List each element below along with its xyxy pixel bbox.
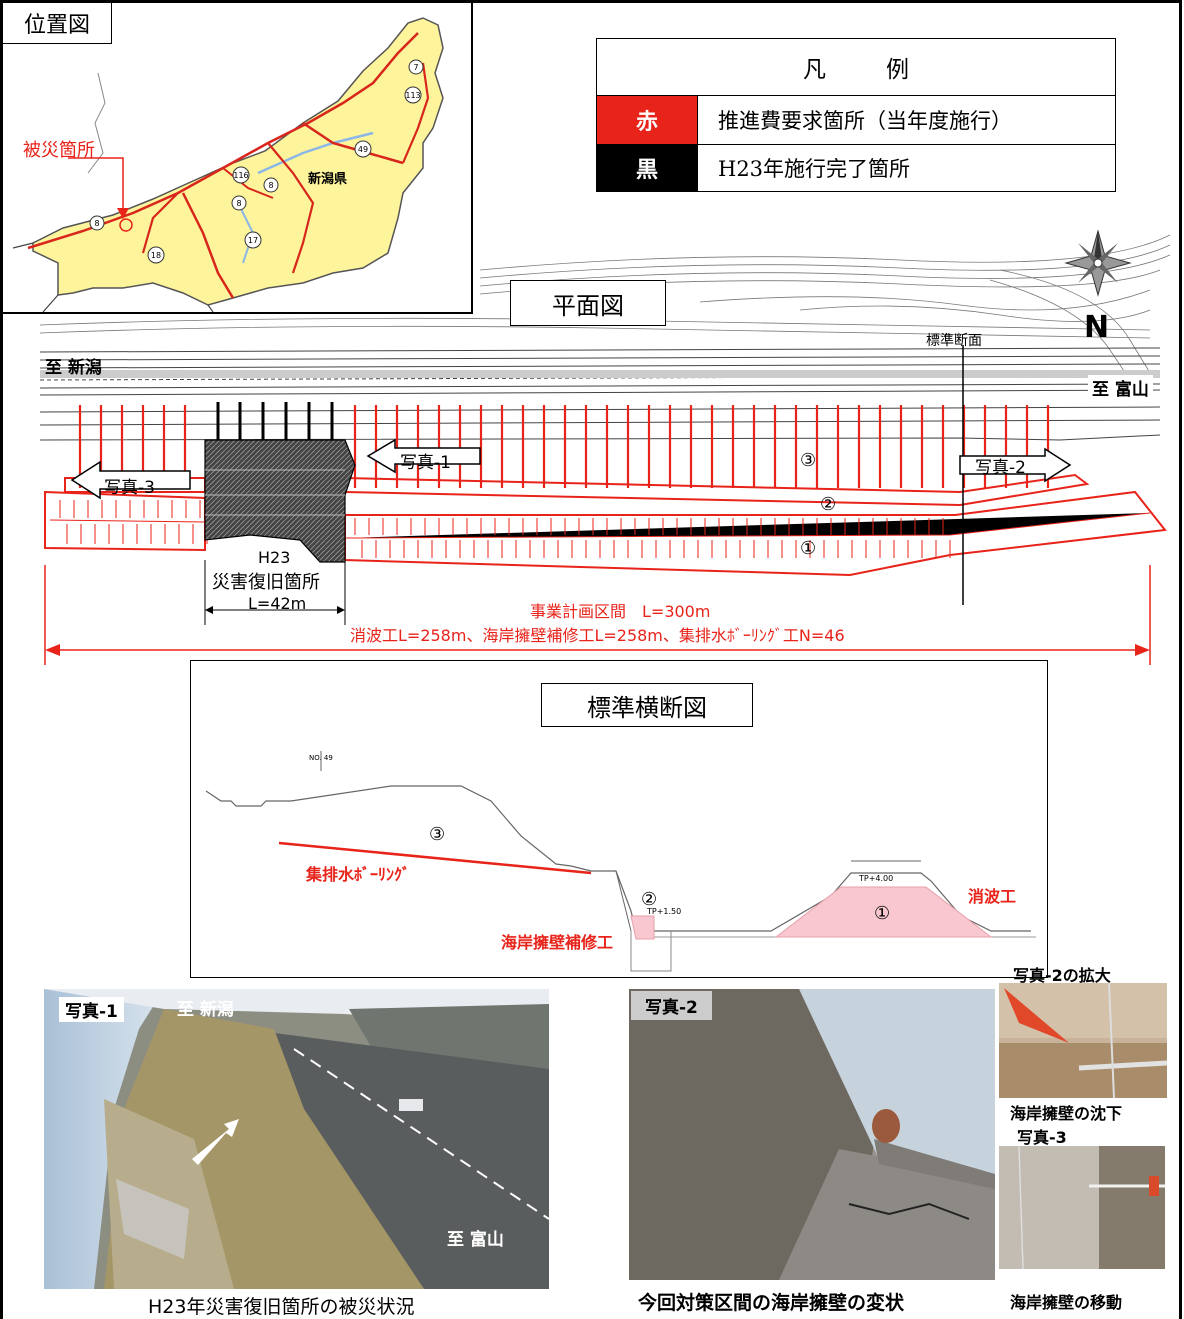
cross-num-1: ① [874,903,891,924]
legend-desc-red: 推進費要求箇所（当年度施行） [697,96,1115,144]
photo3-arrow [70,460,191,500]
photo-2-zoom [999,983,1167,1098]
to-niigata-label: 至 新潟 [45,358,102,378]
route-shield: 17 [248,236,258,245]
cross-num-2: ② [641,889,658,910]
north-compass-icon [1064,230,1132,297]
legend-desc-black: H23年施行完了箇所 [697,145,1115,191]
tp-label-wall: TP+1.50 [647,907,682,916]
photo3-title: 写真-3 [1017,1128,1067,1147]
legend-title-left: 凡 [803,57,826,83]
route-shield: 8 [236,199,241,208]
route-shield: 8 [268,181,273,190]
photo2-arrow-label: 写真-2 [975,458,1026,478]
photo1-to-toyama: 至 富山 [447,1230,504,1250]
station-label: NO. 49 [309,754,333,762]
cross-section-panel: 標準横断図 NO. 49 TP+4.00 TP+1.50 ③ ② ① 集排水ﾎﾞ… [190,660,1048,978]
h23-site-label: 災害復旧箇所 [212,572,320,593]
legend-title: 凡 例 [597,39,1115,95]
legend-swatch-black: 黒 [597,145,697,191]
route-shield: 18 [151,251,161,260]
route-shield: 49 [358,145,368,154]
project-section-label: 事業計画区間 L=300m [530,602,711,621]
damage-marker [119,218,133,232]
photo3-arrow-label: 写真-3 [104,478,155,498]
legend-swatch-red: 赤 [597,96,697,144]
photo-1: 写真-1 至 新潟 至 富山 [44,989,549,1289]
plan-num-2: ② [820,494,837,515]
photo-3 [999,1146,1165,1269]
h23-label: H23 [258,548,291,567]
photo2-tag: 写真-2 [631,991,712,1020]
location-map: 7 113 49 116 8 8 17 18 8 新潟県 位置図 被災箇所 [3,3,473,314]
to-toyama-label: 至 富山 [1088,375,1153,400]
photo2-caption: 今回対策区間の海岸擁壁の変状 [638,1292,905,1314]
location-map-title: 位置図 [3,3,112,44]
legend-row-black: 黒 H23年施行完了箇所 [597,144,1115,191]
photo1-tag: 写真-1 [59,997,124,1022]
h23-repaired-block [204,439,356,563]
plan-num-3: ③ [800,450,817,471]
cross-num-3: ③ [429,824,446,845]
seawall-repair-label: 海岸擁壁補修工 [501,933,614,952]
route-shield: 113 [405,91,420,100]
legend: 凡 例 赤 推進費要求箇所（当年度施行） 黒 H23年施行完了箇所 [596,38,1116,192]
photo1-to-niigata: 至 新潟 [177,1000,234,1020]
route-shield: 7 [413,63,418,72]
works-label: 消波工L=258m、海岸擁壁補修工L=258m、集排水ﾎﾞｰﾘﾝｸﾞ工N=46 [350,626,845,645]
legend-title-right: 例 [886,57,909,83]
drain-boring-label: 集排水ﾎﾞｰﾘﾝｸﾞ [306,865,411,884]
photo2-arrow [959,447,1072,483]
photo-2: 写真-2 [629,989,995,1280]
tp-label-wave: TP+4.00 [859,874,894,883]
north-label: N [1084,310,1110,345]
plan-view [39,230,1171,665]
standard-section-label: 標準断面 [926,333,982,349]
photo2-zoom-caption: 海岸擁壁の沈下 [1010,1104,1123,1123]
photo1-caption: H23年災害復旧箇所の被災状況 [148,1296,415,1318]
wave-dissipation-label: 消波工 [968,887,1017,906]
route-shield: 116 [233,171,248,180]
cross-section-drawing [205,751,1036,972]
damage-location-label: 被災箇所 [23,140,95,161]
route-shield: 8 [94,219,99,228]
cross-section-title: 標準横断図 [541,683,753,727]
prefecture-label: 新潟県 [308,171,347,187]
photo1-arrow-label: 写真-1 [400,453,451,473]
photo3-caption: 海岸擁壁の移動 [1010,1293,1123,1312]
prefecture-map: 7 113 49 116 8 8 17 18 8 新潟県 [12,17,444,313]
legend-row-red: 赤 推進費要求箇所（当年度施行） [597,95,1115,144]
plan-view-title: 平面図 [510,280,666,326]
photo2-zoom-title: 写真-2の拡大 [1013,966,1111,985]
photo1-arrow [366,438,481,474]
h23-length-label: L=42m [248,594,307,613]
plan-num-1: ① [800,538,817,559]
